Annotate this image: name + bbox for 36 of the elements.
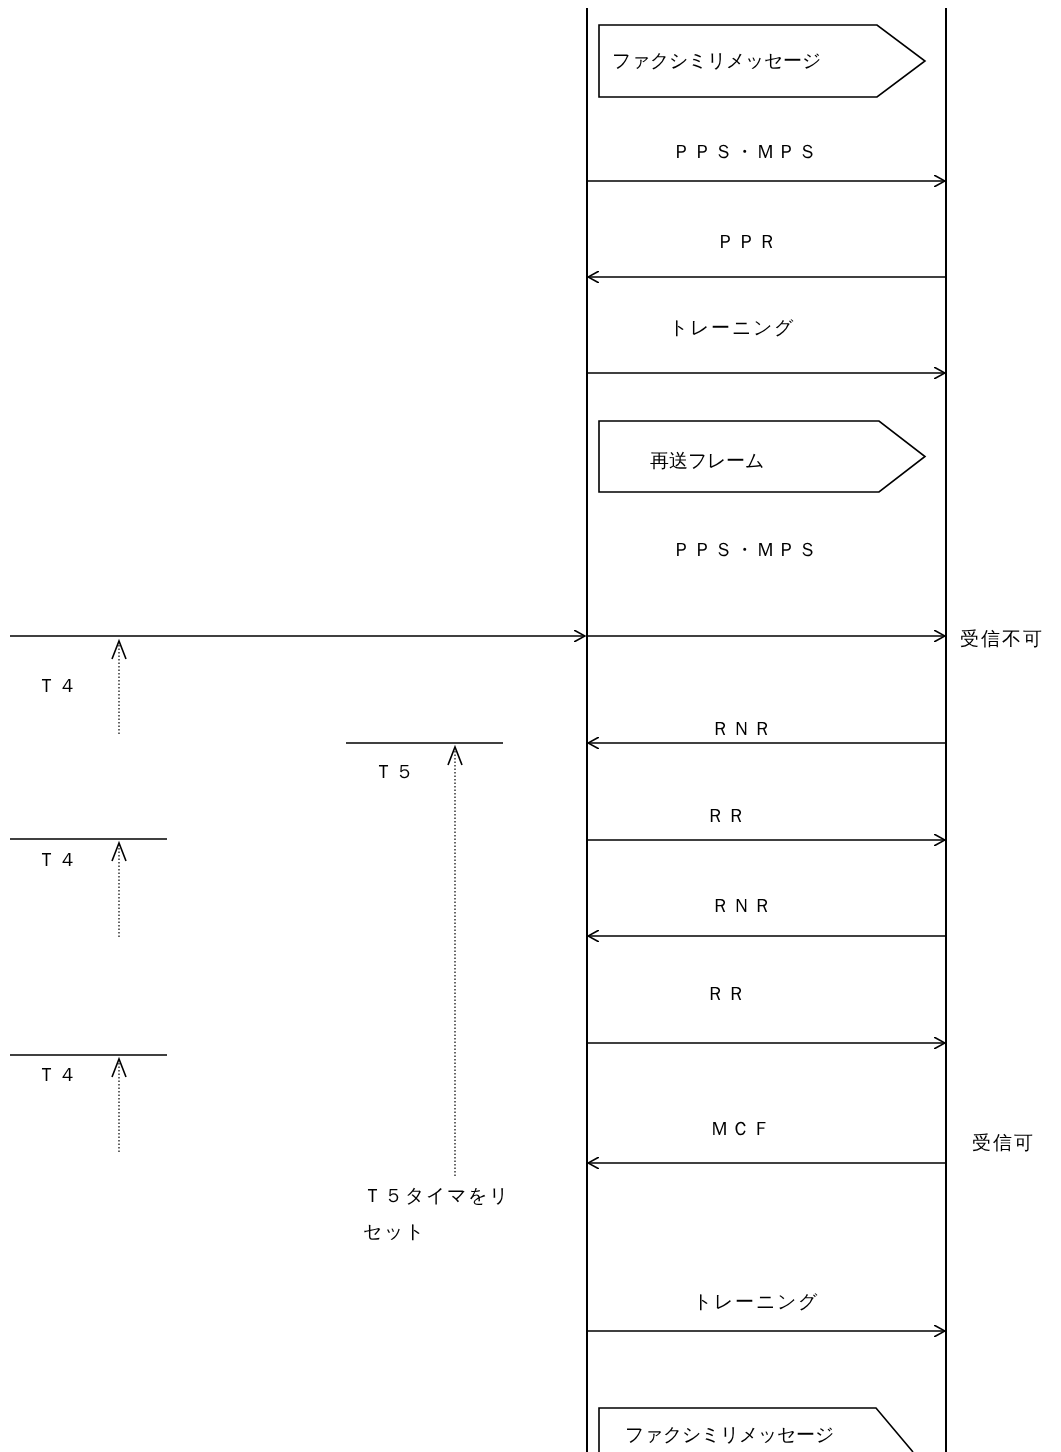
text-label: Ｔ４ xyxy=(37,1063,79,1087)
arrow xyxy=(587,270,946,284)
edge-label: ＰＰＳ・ＭＰＳ xyxy=(671,140,819,164)
message-label: ファクシミリメッセージ xyxy=(612,49,821,73)
text-label: Ｔ５ xyxy=(374,760,416,784)
note: Ｔ５タイマをリセット xyxy=(363,1184,511,1244)
edge-label: ＲＲ xyxy=(706,982,748,1006)
arrow xyxy=(587,833,946,847)
edge-label: ＲＮＲ xyxy=(710,894,774,918)
arrow xyxy=(587,174,946,188)
edge-label: ＰＰＲ xyxy=(715,230,779,254)
arrow xyxy=(587,736,946,750)
arrow xyxy=(587,1036,946,1050)
message-pentagon xyxy=(598,1407,914,1452)
text-label: Ｔ４ xyxy=(37,674,79,698)
lifeline xyxy=(945,8,947,1452)
text-label: Ｔ４ xyxy=(37,848,79,872)
lifeline xyxy=(586,8,588,1452)
arrow xyxy=(587,629,946,643)
arrow xyxy=(587,1324,946,1338)
edge-label: トレーニング xyxy=(693,1290,819,1314)
arrow xyxy=(587,929,946,943)
text-label: 受信不可 xyxy=(960,627,1044,651)
arrow xyxy=(9,629,586,643)
edge-label: ＭＣＦ xyxy=(709,1117,773,1141)
edge-label: トレーニング xyxy=(669,316,795,340)
message-label: 再送フレーム xyxy=(650,449,764,473)
text-label: 受信可 xyxy=(972,1131,1035,1155)
message-pentagon xyxy=(598,24,926,98)
arrow xyxy=(587,366,946,380)
edge-label: ＰＰＳ・ＭＰＳ xyxy=(671,538,819,562)
message-label: ファクシミリメッセージ xyxy=(625,1423,834,1447)
message-pentagon xyxy=(598,420,926,493)
edge-label: ＲＲ xyxy=(706,804,748,828)
edge-label: ＲＮＲ xyxy=(710,717,774,741)
arrow xyxy=(587,1156,946,1170)
